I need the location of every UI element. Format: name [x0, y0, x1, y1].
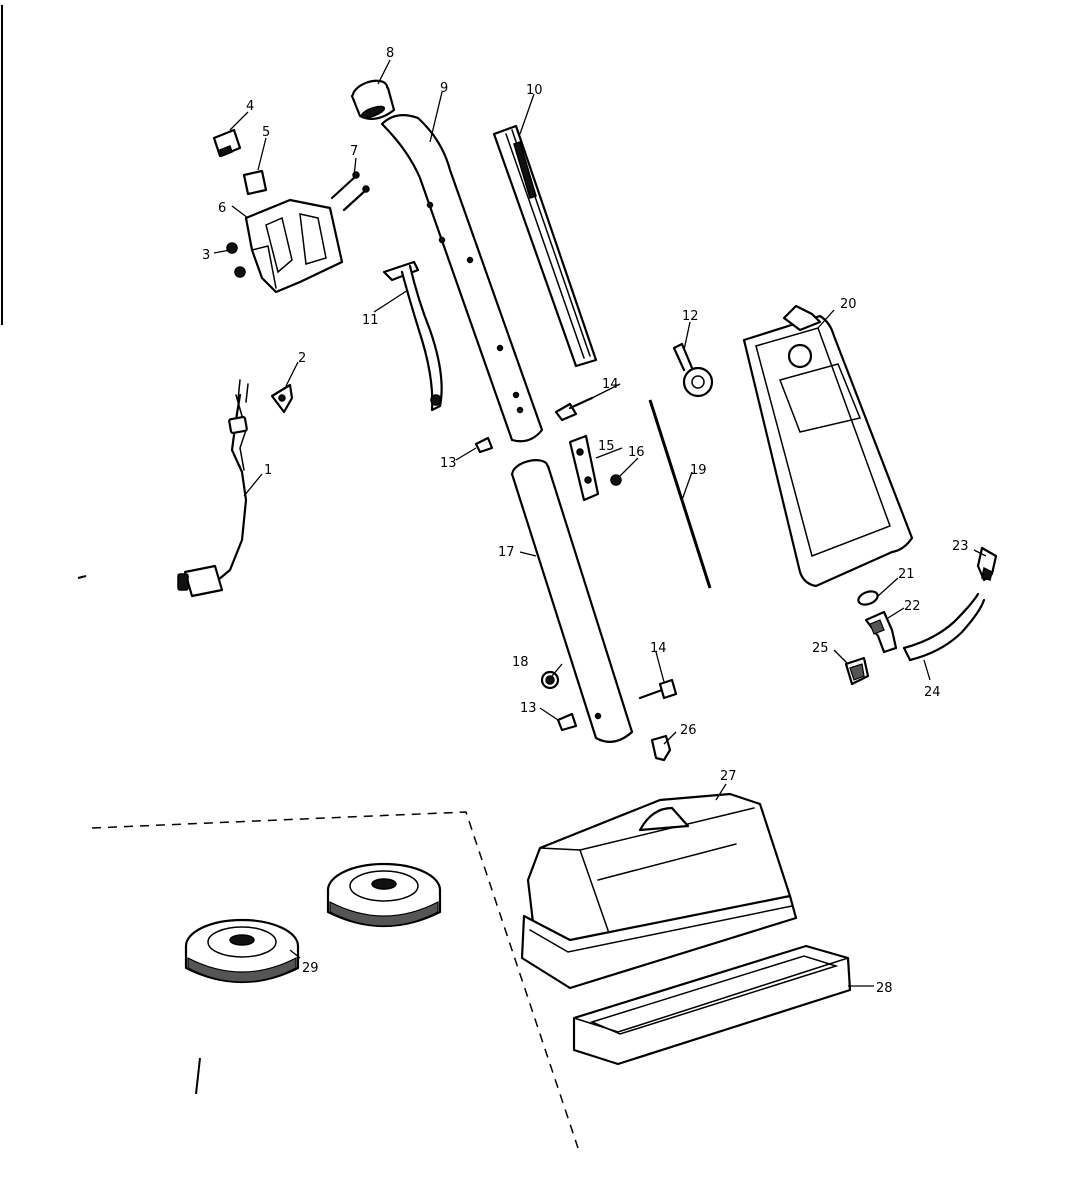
callout-20: 20	[840, 297, 857, 312]
callout-24: 24	[924, 685, 941, 700]
scan-mark	[195, 1057, 201, 1095]
part-12-ring[interactable]	[672, 342, 714, 398]
part-28-tray[interactable]	[572, 944, 852, 1066]
part-19-rod[interactable]	[648, 399, 712, 589]
part-5-switch-button[interactable]	[242, 169, 268, 196]
part-17-lower-tube[interactable]	[510, 457, 634, 743]
callouts: 1 2 3 4 5 6 7 8 9 10 11 12 13 13 14 14 1…	[202, 46, 969, 996]
callout-8: 8	[386, 46, 394, 61]
callout-17: 17	[498, 545, 515, 560]
callout-6: 6	[218, 201, 226, 216]
part-23-nozzle[interactable]	[976, 546, 998, 582]
part-6-handle-housing[interactable]	[244, 198, 344, 294]
callout-28: 28	[876, 981, 893, 996]
callout-21: 21	[898, 567, 915, 582]
callout-5: 5	[262, 125, 270, 140]
callout-25: 25	[812, 641, 829, 656]
part-15-plate[interactable]	[568, 434, 600, 502]
callout-29: 29	[302, 961, 319, 976]
part-27-base-housing[interactable]	[520, 792, 798, 990]
callout-7: 7	[350, 144, 358, 159]
callout-18: 18	[512, 655, 529, 670]
part-9-upper-tube[interactable]	[380, 113, 544, 443]
callout-11: 11	[362, 313, 379, 328]
part-25-cap[interactable]	[844, 656, 870, 686]
callout-16: 16	[628, 445, 645, 460]
callout-19: 19	[690, 463, 707, 478]
part-14-screw-upper[interactable]	[554, 396, 594, 422]
callout-10: 10	[526, 83, 543, 98]
brush-left	[184, 918, 300, 983]
part-14-screw-lower[interactable]	[638, 678, 678, 700]
part-13-cap-nut-lower[interactable]	[556, 712, 578, 732]
part-22-elbow-fitting[interactable]	[864, 610, 898, 654]
brush-right	[326, 862, 442, 927]
callout-22: 22	[904, 599, 921, 614]
callout-23: 23	[952, 539, 969, 554]
part-29-brushes[interactable]	[184, 862, 442, 983]
callout-9: 9	[440, 81, 448, 96]
part-1-power-cord[interactable]	[177, 379, 249, 598]
callout-13-upper: 13	[440, 456, 457, 471]
part-4-switch[interactable]	[212, 128, 242, 158]
part-8-upper-cap[interactable]	[350, 76, 396, 121]
part-3-screws[interactable]	[226, 242, 246, 278]
part-2-cord-clip[interactable]	[270, 383, 294, 414]
scan-mark	[77, 575, 87, 579]
part-18-grommet[interactable]	[540, 670, 560, 690]
callout-15: 15	[598, 439, 615, 454]
callout-27: 27	[720, 769, 737, 784]
part-10-channel[interactable]	[492, 124, 598, 368]
part-13-cap-nut-upper[interactable]	[474, 436, 494, 454]
part-21-washer[interactable]	[857, 589, 880, 607]
part-7-bolts[interactable]	[330, 171, 370, 212]
callout-2: 2	[298, 351, 306, 366]
dashed-boundary	[91, 811, 579, 1149]
part-20-tank[interactable]	[742, 304, 914, 588]
callout-26: 26	[680, 723, 697, 738]
part-26-clip[interactable]	[650, 734, 672, 762]
callout-14-upper: 14	[602, 377, 619, 392]
callout-13-lower: 13	[520, 701, 537, 716]
part-24-hose[interactable]	[902, 592, 986, 662]
callout-3: 3	[202, 248, 210, 263]
callout-4: 4	[246, 99, 254, 114]
part-11-bracket[interactable]	[382, 260, 443, 412]
leader-lines	[213, 59, 987, 987]
callout-14-lower: 14	[650, 641, 667, 656]
callout-12: 12	[682, 309, 699, 324]
part-16-nut[interactable]	[610, 474, 622, 486]
callout-1: 1	[264, 463, 272, 478]
